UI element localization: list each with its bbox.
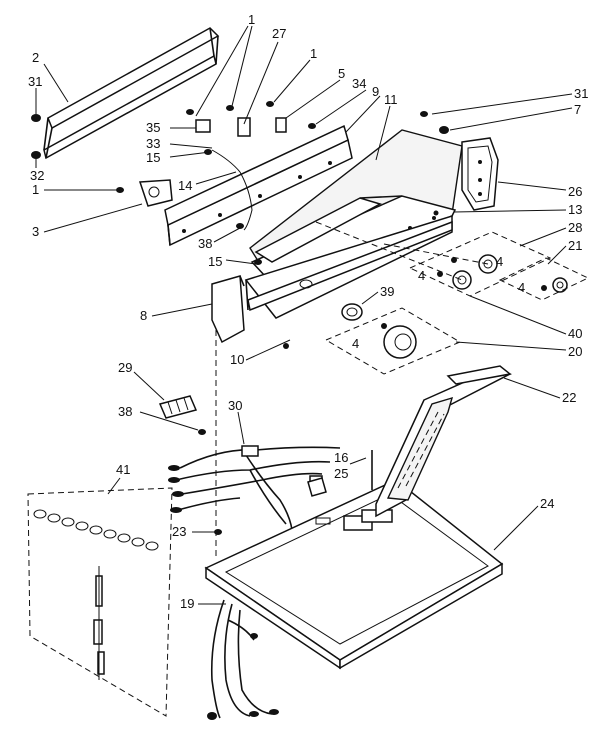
part-label: 16 — [334, 450, 348, 465]
screw-icon — [31, 114, 41, 159]
part-label: 25 — [334, 466, 348, 481]
dryer-top-panel — [204, 479, 504, 670]
part-label: 14 — [178, 178, 192, 193]
part-label: 27 — [272, 26, 286, 41]
switch-component — [138, 117, 287, 207]
wiring-bundle — [207, 599, 279, 720]
part-label: 7 — [574, 102, 581, 117]
part-label: 10 — [230, 352, 244, 367]
part-label: 15 — [146, 150, 160, 165]
part-label: 38 — [198, 236, 212, 251]
part-label: 35 — [146, 120, 160, 135]
trim-strip-part — [43, 27, 220, 160]
part-label: 21 — [568, 238, 582, 253]
part-label: 33 — [146, 136, 160, 151]
wire-harness — [168, 445, 373, 531]
part-label: 20 — [568, 344, 582, 359]
part-label: 31 — [574, 86, 588, 101]
part-label: 8 — [140, 308, 147, 323]
part-label: 34 — [352, 76, 366, 91]
part-label: 24 — [540, 496, 554, 511]
part-label: 1 — [248, 12, 255, 27]
part-label: 19 — [180, 596, 194, 611]
end-cap — [461, 137, 499, 211]
part-label: 26 — [568, 184, 582, 199]
terminal-block — [158, 395, 198, 419]
part-label: 38 — [118, 404, 132, 419]
part-label: 4 — [518, 280, 525, 295]
part-label: 3 — [32, 224, 39, 239]
lint-screen — [375, 365, 512, 518]
part-label: 40 — [568, 326, 582, 341]
part-label: 11 — [384, 92, 398, 107]
part-label: 9 — [372, 84, 379, 99]
leader-lines — [35, 25, 573, 605]
part-labels: 2 31 32 1 3 1 27 1 5 34 9 11 35 33 15 14… — [28, 12, 588, 611]
part-label: 23 — [172, 524, 186, 539]
wiring-diagram-sheet — [27, 487, 173, 717]
part-label: 4 — [418, 268, 425, 283]
control-panel-frame — [164, 124, 353, 247]
part-label: 29 — [118, 360, 132, 375]
part-label: 32 — [30, 168, 44, 183]
part-label: 1 — [310, 46, 317, 61]
part-label: 5 — [338, 66, 345, 81]
part-label: 30 — [228, 398, 242, 413]
knob-icon — [341, 254, 568, 359]
part-label: 22 — [562, 390, 576, 405]
part-label: 1 — [32, 182, 39, 197]
side-bracket — [211, 275, 245, 344]
part-label: 4 — [496, 254, 503, 269]
part-label: 41 — [116, 462, 130, 477]
part-label: 31 — [28, 74, 42, 89]
part-label: 15 — [208, 254, 222, 269]
part-label: 39 — [380, 284, 394, 299]
part-label: 13 — [568, 202, 582, 217]
connector-icon — [307, 477, 327, 497]
part-label: 4 — [352, 336, 359, 351]
part-label: 2 — [32, 50, 39, 65]
console-front-fascia — [244, 214, 453, 319]
part-label: 28 — [568, 220, 582, 235]
